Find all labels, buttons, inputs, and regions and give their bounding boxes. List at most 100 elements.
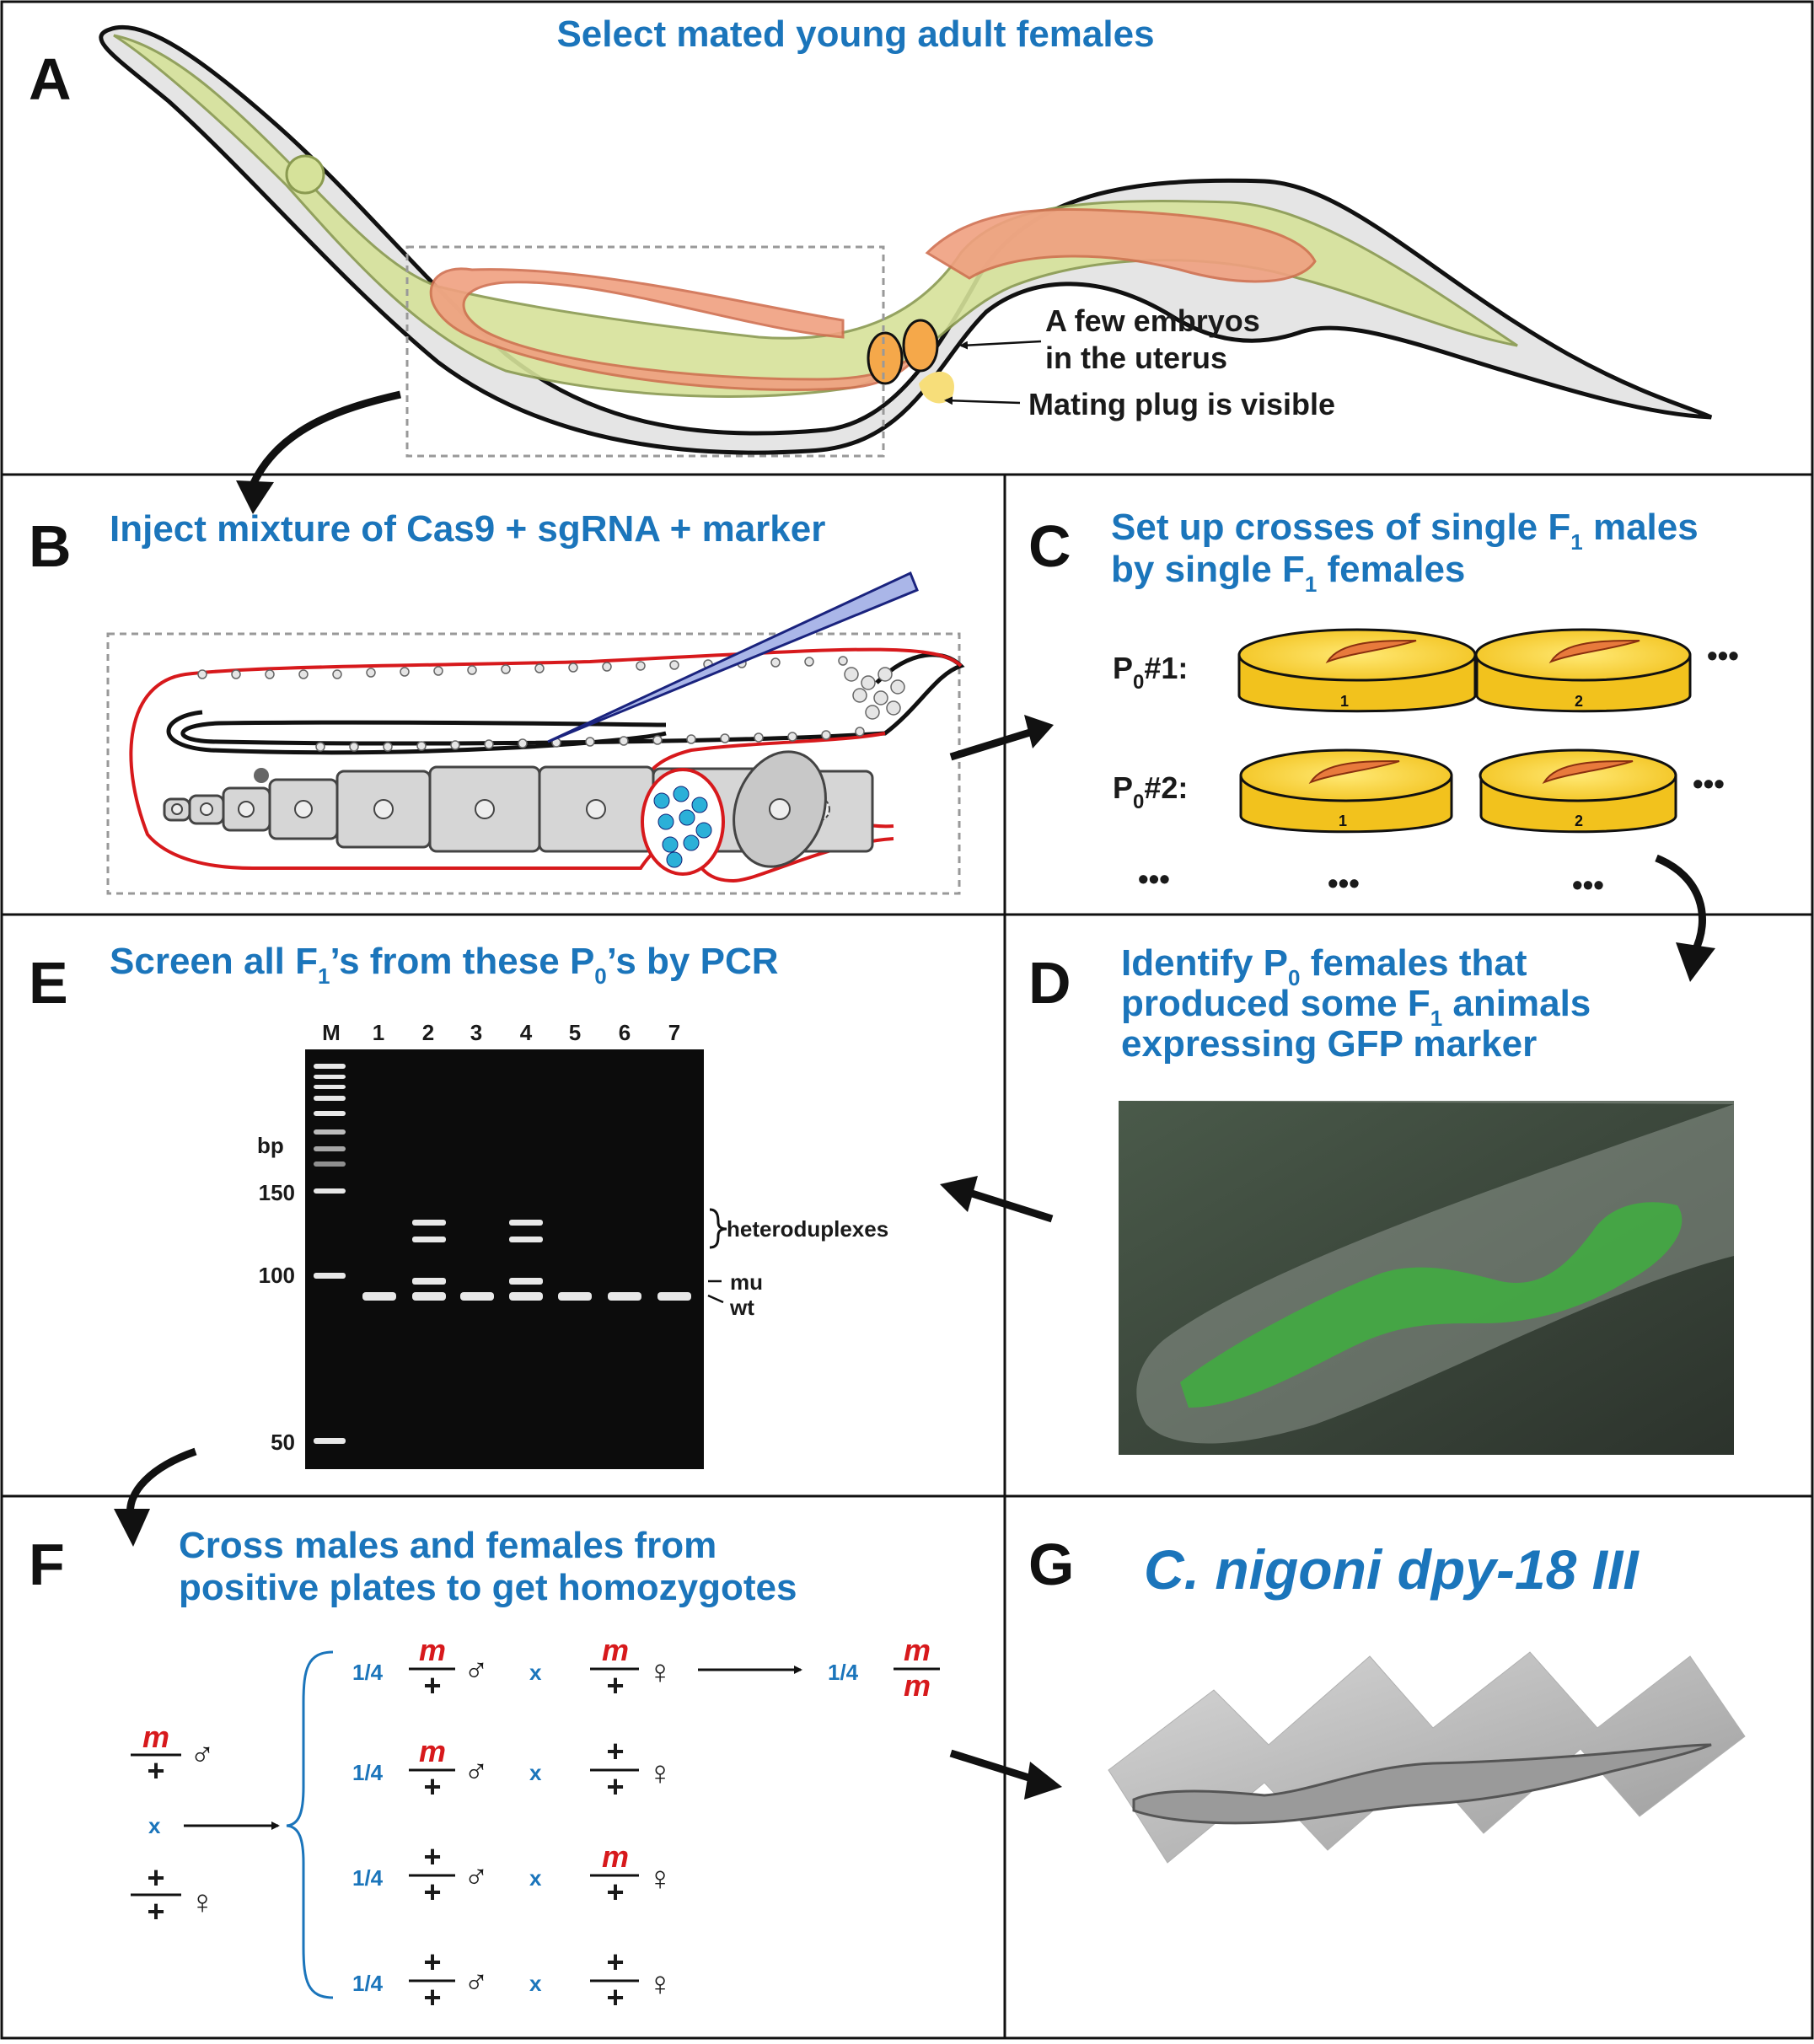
panel-c-title-1b: males <box>1583 507 1699 548</box>
panel-c-title-line-1: Set up crosses of single F1 males <box>1111 507 1699 555</box>
injection-needle <box>547 571 919 743</box>
plate-1-2: 2 <box>1474 628 1692 713</box>
panel-e-title-sub0: 0 <box>594 963 606 989</box>
arrow-e-to-f <box>126 1447 197 1518</box>
panel-c-title-sub: 1 <box>1570 529 1582 555</box>
panel-a-title: Select mated young adult females <box>556 13 1154 55</box>
lane-2: 2 <box>422 1020 434 1045</box>
lane-7: 7 <box>668 1020 680 1045</box>
offspring-brace <box>286 1650 334 1999</box>
row-4-male-bottom: + <box>423 1980 441 2014</box>
plate-1-1-number: 1 <box>1340 693 1349 710</box>
embryo-1 <box>867 331 904 385</box>
row-2-ellipsis: ••• <box>1693 766 1725 801</box>
panel-d-letter: D <box>1028 950 1071 1016</box>
row-3-male-bottom: + <box>423 1875 441 1909</box>
p0-1-label: P0#1: <box>1113 651 1188 694</box>
panel-f-title-line-2: positive plates to get homozygotes <box>179 1567 797 1608</box>
row-3-male-symbol: ♂ <box>464 1859 489 1896</box>
panel-b-letter: B <box>29 513 72 579</box>
plate-2-2: 2 <box>1479 748 1677 834</box>
panel-d-title-sub0: 0 <box>1288 965 1300 990</box>
ladder-150: 150 <box>259 1180 295 1205</box>
worm-body <box>99 24 1713 455</box>
p0-1-rest: #1: <box>1144 651 1188 685</box>
row-3-female-symbol: ♀ <box>647 1860 673 1897</box>
embryo-2 <box>902 319 939 373</box>
lane-1: 1 <box>373 1020 384 1045</box>
row-4-male-top: + <box>423 1945 441 1979</box>
row-1-female-bottom: + <box>606 1668 624 1703</box>
panel-e-title-a: Screen all F <box>110 941 318 982</box>
result-fraction: 1/4 <box>828 1660 859 1685</box>
panel-c: C Set up crosses of single F1 males by s… <box>1028 507 1739 902</box>
dpy-micrograph-background <box>1108 1651 1746 1864</box>
ladder-50: 50 <box>271 1430 295 1455</box>
panel-c-title-2a: by single F <box>1111 549 1305 590</box>
arrow-c-to-d <box>1655 854 1706 955</box>
ladder-bands <box>314 1064 346 1444</box>
arrow-c-to-d-head <box>1676 942 1715 982</box>
parent-female-plus-bottom: + <box>147 1894 164 1929</box>
panel-d-title-2b: animals <box>1442 983 1591 1024</box>
label-heteroduplexes: heteroduplexes <box>727 1216 888 1242</box>
row-4-female-symbol: ♀ <box>647 1966 673 2003</box>
parent-cross-x: x <box>148 1813 161 1838</box>
lane-6: 6 <box>619 1020 631 1045</box>
parent-male-m: m <box>142 1719 169 1754</box>
row-1-fraction: 1/4 <box>352 1660 384 1685</box>
row-2-female-bottom: + <box>606 1769 624 1804</box>
gfp-micrograph <box>1119 1101 1734 1455</box>
parent-female-plus-top: + <box>147 1860 164 1895</box>
germline-nuclei <box>197 656 905 752</box>
panel-e: E Screen all F1’s from these P0’s by PCR… <box>29 941 888 1469</box>
row-3-female-bottom: + <box>606 1875 624 1909</box>
panel-d-title-line-2: produced some F1 animals <box>1121 983 1591 1031</box>
p0-2-rest: #2: <box>1144 770 1188 805</box>
row-4-fraction: 1/4 <box>352 1971 384 1996</box>
col-2-ellipsis: ••• <box>1328 866 1360 900</box>
panel-c-title-line-2: by single F1 females <box>1111 549 1465 597</box>
panel-d-title-1a: Identify P <box>1121 942 1288 984</box>
panel-d-title-line-1: Identify P0 females that <box>1121 942 1527 990</box>
p0-2-label: P0#2: <box>1113 770 1188 813</box>
panel-d-title-1b: females that <box>1301 942 1527 984</box>
panel-g-title: C. nigoni dpy-18 III <box>1144 1538 1640 1601</box>
gonad-anterior <box>429 267 929 391</box>
row-3-fraction: 1/4 <box>352 1865 384 1891</box>
row-1-male-top: m <box>419 1633 446 1667</box>
row-1-female-symbol: ♀ <box>647 1654 673 1691</box>
panel-e-title-sub1: 1 <box>318 963 330 989</box>
gonad-posterior <box>925 207 1317 283</box>
lane-5: 5 <box>569 1020 581 1045</box>
arrow-d-to-e <box>968 1188 1054 1223</box>
mating-plug <box>919 371 954 404</box>
p0-2-sub: 0 <box>1133 791 1144 813</box>
row-1-male-symbol: ♂ <box>464 1652 489 1689</box>
gel-image <box>305 1049 704 1469</box>
panel-a: A Select mated young adult females A few… <box>29 13 1713 514</box>
panel-g-letter: G <box>1028 1532 1074 1597</box>
row-3-x: x <box>529 1865 542 1891</box>
panel-b: B Inject mixture of Cas9 + sgRNA + marke… <box>29 508 965 895</box>
wt-tick <box>707 1294 724 1304</box>
plate-1-2-number: 2 <box>1575 693 1583 710</box>
parent-male-symbol: ♂ <box>190 1736 215 1773</box>
zoom-box <box>405 245 885 458</box>
arrow-f-to-g <box>949 1749 1038 1784</box>
note-embryos-line-2: in the uterus <box>1045 341 1227 375</box>
arrow-b-to-c-head <box>1024 715 1054 748</box>
row-1-x: x <box>529 1660 542 1685</box>
p0-1-sub: 0 <box>1133 671 1144 694</box>
row-4-female-bottom: + <box>606 1980 624 2014</box>
row-2-female-top: + <box>606 1734 624 1768</box>
panel-d-title-2a: produced some F <box>1121 983 1430 1024</box>
arrow-e-to-f-head <box>114 1509 150 1547</box>
ladder-100: 100 <box>259 1263 295 1288</box>
row-2-male-symbol: ♂ <box>464 1753 489 1790</box>
dpy-worm <box>1132 1743 1712 1825</box>
panel-e-title-b: ’s from these P <box>330 941 594 982</box>
parent-female-genotype: + + ♀ <box>131 1860 215 1929</box>
row-1-ellipsis: ••• <box>1707 638 1739 673</box>
